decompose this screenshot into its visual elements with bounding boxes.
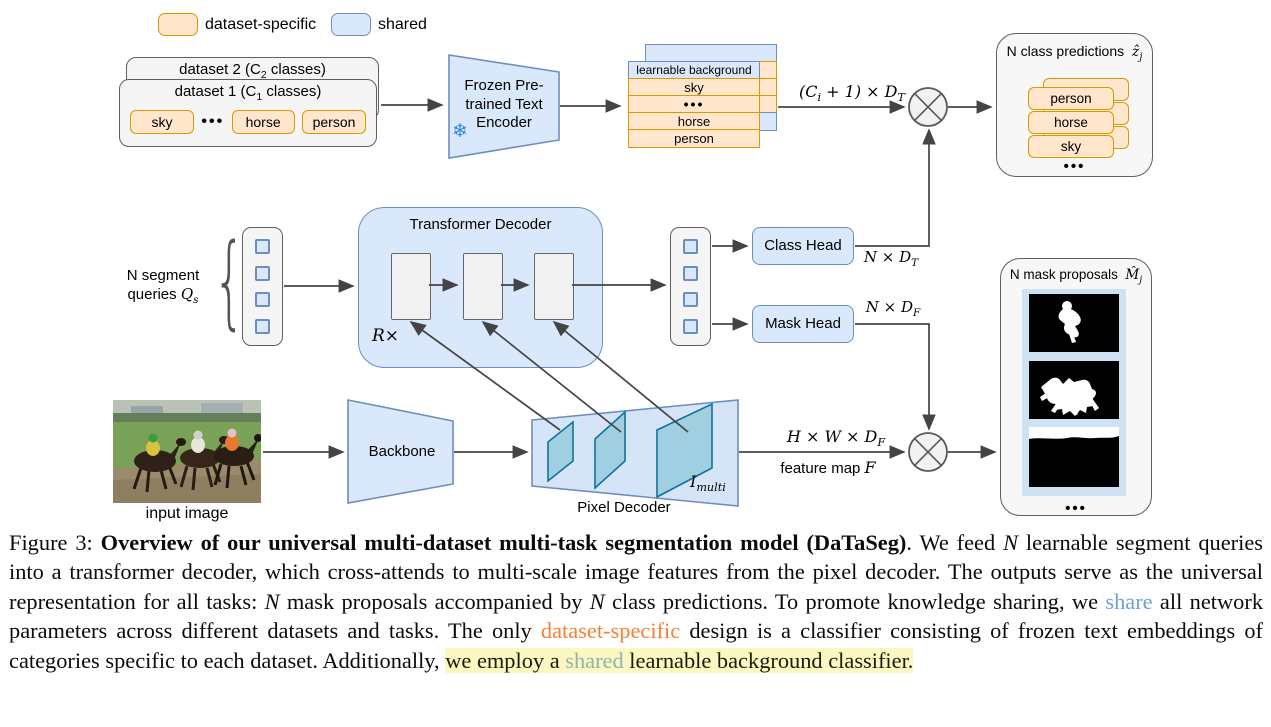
pixel-decoder-label: Pixel Decoder — [577, 499, 671, 516]
mask-panel — [1022, 289, 1126, 496]
caption-segment: all network parameters across different … — [9, 588, 1264, 644]
mask-dim-label: N × DF — [865, 298, 921, 319]
caption-segment-highlighted: we employ a — [445, 647, 566, 673]
transformer-decoder-title: Transformer Decoder — [409, 216, 552, 233]
multiply-node-bottom — [908, 432, 948, 472]
embedding-row: horse — [628, 112, 760, 131]
feature-map-small — [547, 420, 574, 483]
class-predictions-title: N class predictions ẑj — [1006, 43, 1143, 63]
legend-label-dataset-specific: dataset-specific — [205, 16, 317, 33]
dataset-card-front: dataset 1 (C1 classes) sky ••• horse per… — [119, 79, 377, 147]
category-tag: sky — [130, 110, 194, 134]
horse-racing-photo — [113, 400, 262, 503]
prediction-tag: sky — [1028, 135, 1114, 158]
legend-label-shared: shared — [378, 16, 427, 33]
class-head-box: Class Head — [752, 227, 854, 265]
caption-segment: . We feed — [906, 530, 1004, 555]
caption-segment: learnable segment queries into a transfo… — [9, 530, 1264, 614]
prediction-tag: person — [1028, 87, 1114, 110]
transformer-decoder-box: Transformer Decoder R× — [358, 207, 603, 368]
mask-proposals-box: N mask proposals M̂j ••• — [1000, 258, 1152, 517]
dataset-back-title: dataset 2 (C2 classes) — [179, 61, 326, 81]
embedding-row-learnable-background: learnable background — [628, 61, 760, 80]
segment-queries-box — [242, 227, 283, 346]
query-square — [255, 239, 270, 255]
figure-caption: Figure 3: Overview of our universal mult… — [9, 528, 1263, 675]
mask-thumbnail-person — [1029, 294, 1119, 352]
decoder-layer-block — [534, 253, 574, 320]
embedding-stack-front: learnable background sky ••• horse perso… — [628, 61, 760, 154]
feature-map-label: feature map F — [780, 458, 876, 477]
legend-swatch-shared-icon — [331, 13, 371, 36]
caption-segment-dataset-specific: dataset-specific — [540, 618, 681, 644]
caption-segment: Overview of our universal multi-dataset … — [100, 530, 907, 555]
caption-segment: mask proposals accompanied by — [279, 588, 590, 614]
ellipsis-dots: ••• — [1065, 500, 1087, 517]
query-square — [683, 239, 698, 255]
query-square — [683, 292, 698, 308]
query-square — [683, 265, 698, 281]
query-square — [255, 292, 270, 308]
feature-dim-label: H × W × DF — [786, 427, 886, 450]
mask-thumbnail-background — [1029, 427, 1119, 487]
query-square — [255, 318, 270, 334]
embedding-row: person — [628, 129, 760, 148]
caption-segment: N — [264, 588, 280, 614]
output-queries-box — [670, 227, 711, 346]
input-image-label: input image — [145, 505, 229, 522]
query-square — [255, 265, 270, 281]
legend-swatch-dataset-specific-icon — [158, 13, 198, 36]
repeat-label: R× — [372, 326, 400, 346]
decoder-layer-block — [391, 253, 431, 320]
caption-segment-highlighted: learnable background classifier. — [623, 647, 914, 673]
feature-map-medium — [594, 410, 626, 490]
caption-segment-highlighted-shared: shared — [565, 647, 624, 673]
decoder-layer-block — [463, 253, 503, 320]
caption-segment: class predictions. To promote knowledge … — [604, 588, 1106, 614]
ellipsis-dots: ••• — [1063, 158, 1086, 175]
mask-thumbnail-horse — [1029, 361, 1119, 419]
input-image — [113, 400, 262, 503]
embedding-row: sky — [628, 78, 760, 97]
caption-segment-share: share — [1105, 588, 1153, 614]
category-tag: person — [301, 110, 366, 134]
caption-segment: design is a classifier consisting of fro… — [9, 618, 1263, 673]
embedding-row-dots: ••• — [628, 95, 760, 114]
text-encoder-label: Frozen Pre- trained Text Encoder — [464, 77, 544, 131]
multi-scale-features-label: Imulti — [690, 472, 726, 495]
backbone-label: Backbone — [368, 443, 436, 460]
query-square — [683, 318, 698, 334]
mask-head-box: Mask Head — [752, 305, 854, 343]
ellipsis-dots: ••• — [201, 113, 225, 130]
class-dim-label: N × DT — [863, 248, 919, 269]
caption-segment: N — [589, 588, 605, 614]
dataset-front-title: dataset 1 (C1 classes) — [174, 83, 322, 103]
mask-proposals-title: N mask proposals M̂j — [1009, 267, 1143, 286]
segment-queries-label: N segment queries Qs — [126, 267, 200, 306]
brace-icon: { — [213, 222, 246, 341]
caption-segment: N — [1003, 530, 1019, 555]
class-predictions-box: N class predictions ẑj person horse sky … — [996, 33, 1153, 177]
snowflake-icon: ❄ — [452, 120, 468, 142]
caption-segment: Figure 3: — [9, 530, 101, 555]
prediction-tag: horse — [1028, 111, 1114, 134]
category-tag: horse — [231, 110, 295, 134]
embedding-dim-label: (Ci + 1) × DT — [799, 82, 905, 105]
